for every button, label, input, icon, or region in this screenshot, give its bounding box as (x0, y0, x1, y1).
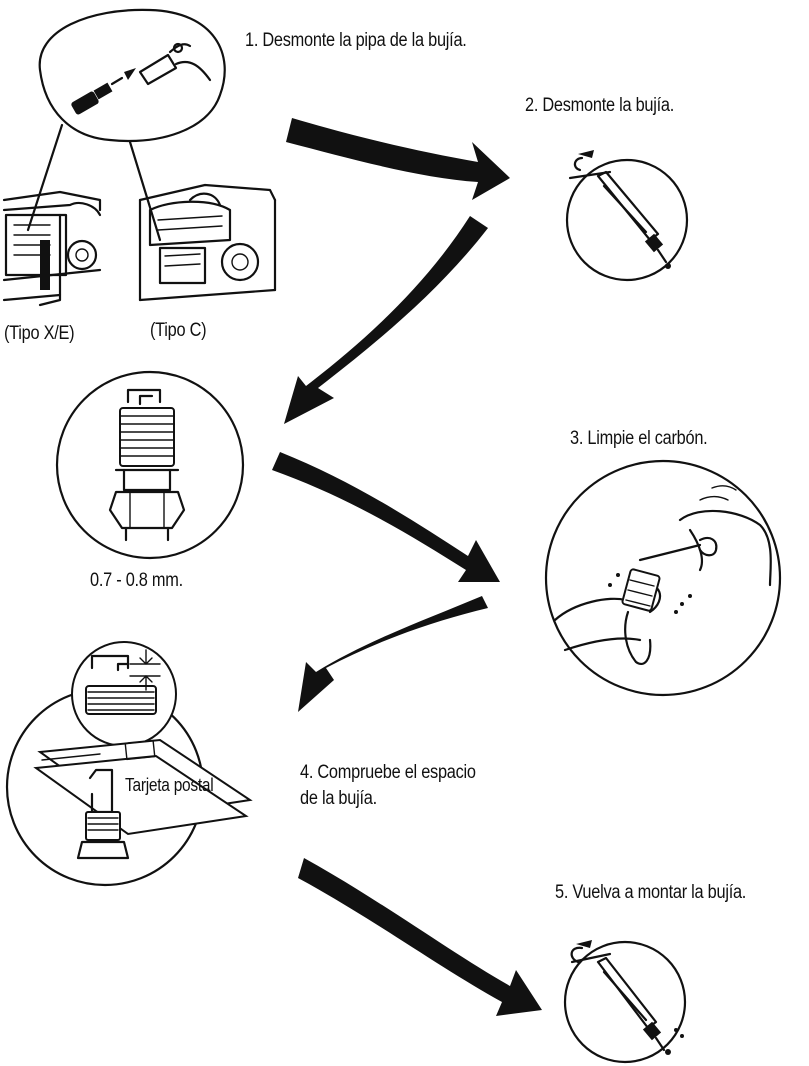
plug-wrench-icon (568, 150, 671, 269)
arrow-gap-to-step3 (272, 452, 500, 582)
generator-c-icon (138, 183, 277, 302)
plug-wrench-reinstall-icon (570, 940, 684, 1055)
arrow-step2-to-gap (284, 216, 488, 424)
callout-bubble (38, 8, 226, 142)
plug-in-bubble-icon (71, 68, 136, 115)
step3-circle (544, 459, 782, 697)
postcard-label: Tarjeta postal (125, 775, 214, 795)
gap-circle (55, 370, 245, 560)
spark-plug-icon (108, 388, 186, 542)
type-xe-label: (Tipo X/E) (4, 323, 75, 344)
gap-detail-icon (85, 649, 161, 715)
type-c-label: (Tipo C) (150, 320, 207, 341)
step1-label: 1. Desmonte la pipa de la bujía. (245, 30, 467, 51)
arrow-step1-to-step2 (286, 118, 510, 200)
step5-illustration (563, 940, 687, 1064)
step1-illustration (2, 8, 277, 307)
step4-label-line1: 4. Compruebe el espacio (300, 762, 476, 783)
gap-measurement-label: 0.7 - 0.8 mm. (90, 570, 183, 591)
step4-illustration (5, 641, 253, 887)
flow-arrows (272, 118, 542, 1016)
step5-circle (563, 940, 687, 1064)
callout-pointer-right (128, 140, 162, 242)
step3-illustration (544, 459, 782, 697)
plug-cap-icon (138, 42, 212, 86)
gap-illustration (55, 370, 245, 560)
step2-illustration (565, 150, 689, 282)
hands-brush-icon (553, 485, 772, 665)
arrow-step3-to-step4 (298, 596, 488, 712)
step3-label: 3. Limpie el carbón. (570, 428, 708, 449)
step4-label-line2: de la bujía. (300, 788, 377, 809)
step5-label: 5. Vuelva a montar la bujía. (555, 882, 747, 903)
arrow-step4-to-step5 (298, 858, 542, 1016)
generator-xe-icon (2, 190, 102, 307)
callout-pointer-left (26, 123, 64, 232)
postcard-icon (33, 738, 253, 860)
step2-circle (565, 158, 689, 282)
step2-label: 2. Desmonte la bujía. (525, 95, 674, 116)
